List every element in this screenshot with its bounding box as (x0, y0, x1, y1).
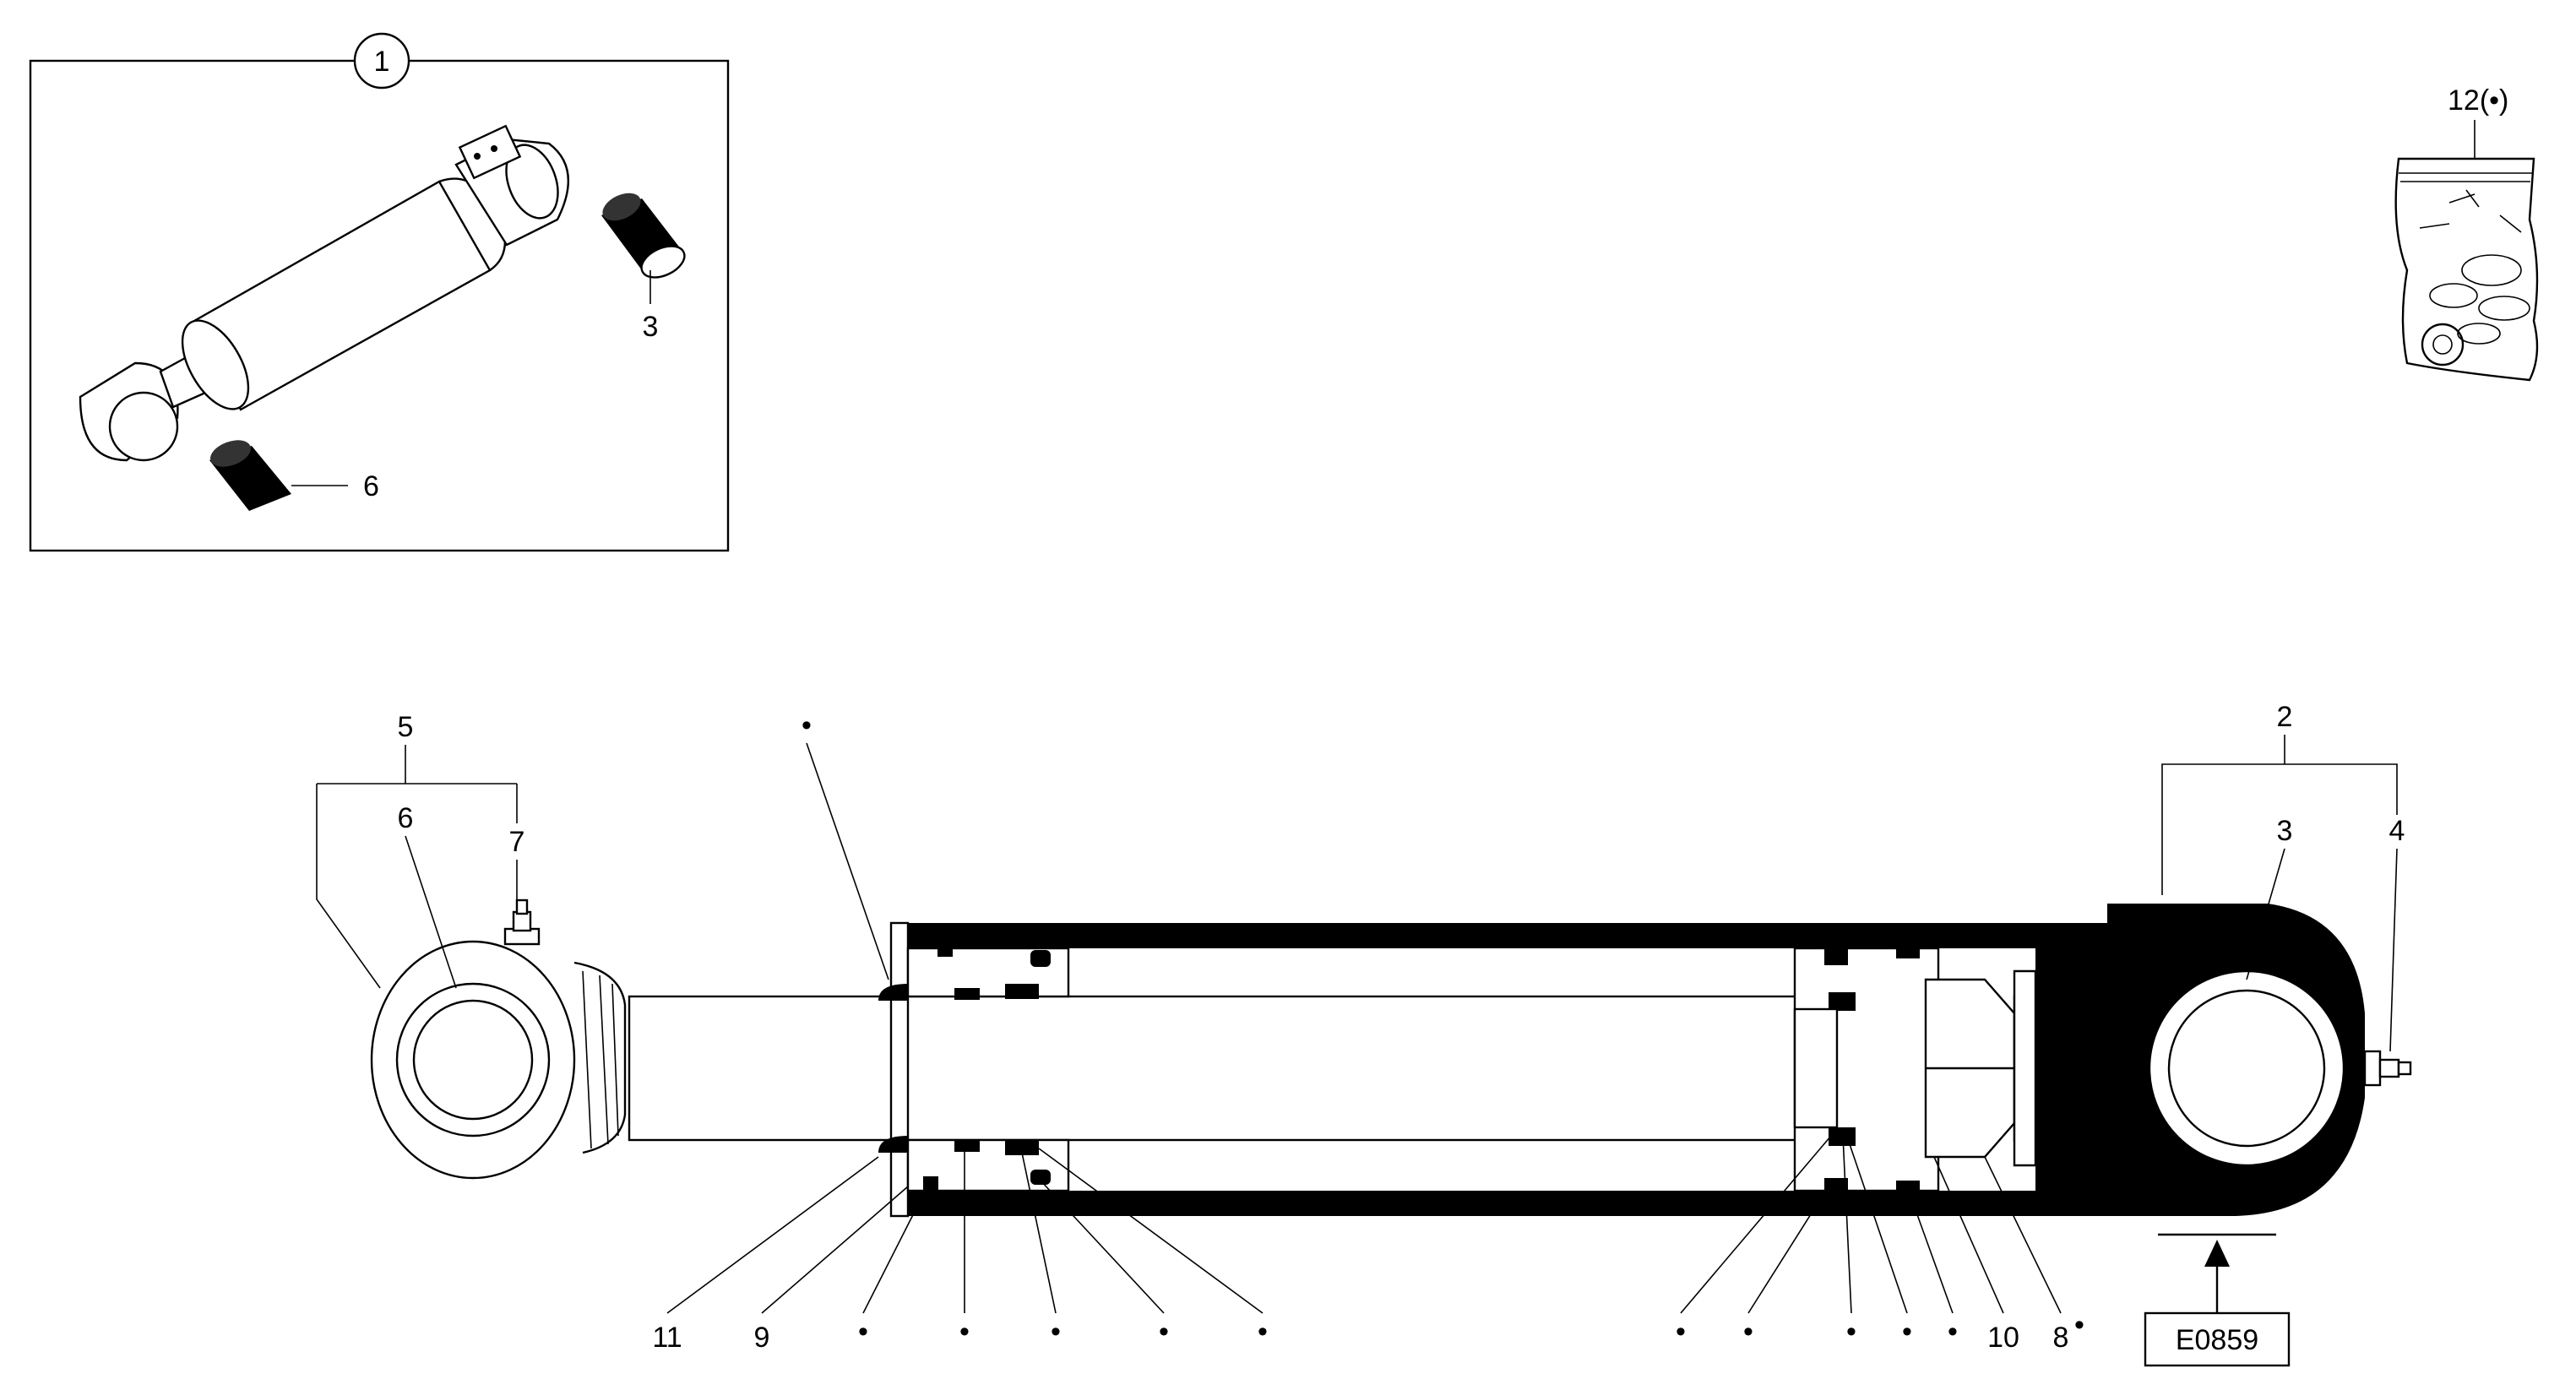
kit-label: 1 (374, 46, 390, 78)
rod-end-eye (370, 899, 627, 1180)
cap-end (2013, 904, 2412, 1216)
bullet-b10: • (1948, 1316, 1958, 1348)
label-3: 3 (2277, 815, 2293, 847)
bullet-b8: • (1846, 1316, 1856, 1348)
kit-cylinder-illustration (79, 124, 570, 462)
bullet-b5: • (1258, 1316, 1268, 1348)
label-10: 10 (1987, 1322, 2019, 1354)
kit-label-circle (353, 32, 410, 90)
label-5: 5 (398, 711, 414, 743)
bullet-b3: • (1051, 1316, 1061, 1348)
piston-rod (628, 995, 1839, 1142)
section-marker: E0859 (2144, 1233, 2291, 1367)
bullet-b6: • (1676, 1316, 1686, 1348)
piston (1793, 947, 1940, 1192)
bullet-b2: • (959, 1316, 970, 1348)
bullet-b1: • (858, 1316, 868, 1348)
bushing-bottom (209, 440, 348, 511)
bullet-top: • (802, 709, 812, 741)
bag-label: 12(•) (2448, 84, 2508, 117)
label-7: 7 (509, 826, 525, 858)
label-2: 2 (2277, 701, 2293, 733)
bullet-b7: • (1743, 1316, 1753, 1348)
label-9: 9 (754, 1322, 770, 1354)
inset-label-3: 3 (643, 311, 659, 343)
inset-label-6: 6 (363, 470, 379, 502)
bullet-b4: • (1159, 1316, 1169, 1348)
label-6: 6 (398, 802, 414, 834)
label-4: 4 (2389, 815, 2405, 847)
figure-code: E0859 (2176, 1324, 2258, 1356)
figure-code-box (2144, 1311, 2291, 1367)
bullet-b11: • (2074, 1309, 2084, 1341)
main-cylinder-section: E0859 5 6 7 2 3 4 • 11 9 • • • • (316, 701, 2412, 1367)
label-8: 8 (2053, 1322, 2069, 1354)
bullet-b9: • (1902, 1316, 1912, 1348)
kit-inset: 1 3 (29, 32, 730, 552)
seal-kit-bag: 12(•) (2394, 84, 2539, 382)
label-11: 11 (652, 1322, 682, 1354)
bushing-top (601, 193, 686, 304)
